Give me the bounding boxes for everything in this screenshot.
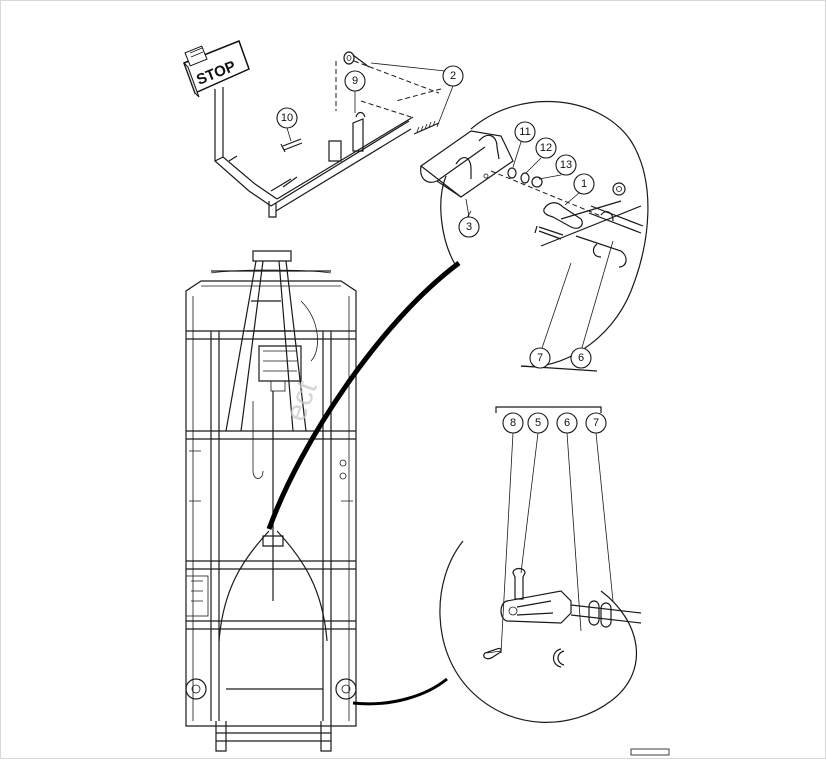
- svg-text:11: 11: [519, 126, 530, 138]
- svg-text:9: 9: [352, 75, 358, 87]
- stop-pedal-pad: STOP: [183, 40, 250, 98]
- watermark-text: ect: [279, 376, 324, 426]
- svg-text:3: 3: [466, 221, 472, 233]
- svg-text:1: 1: [581, 178, 587, 190]
- callout-6-upper: 6: [570, 347, 592, 369]
- svg-text:10: 10: [281, 112, 293, 124]
- detail-connectors: [266, 260, 461, 706]
- callout-10: 10: [276, 107, 298, 129]
- callout-1: 1: [573, 173, 595, 195]
- vehicle-chassis: ect: [185, 250, 357, 752]
- callout-leaders: [286, 62, 580, 218]
- figure-tag: [630, 748, 670, 756]
- callout-8: 8: [502, 412, 524, 434]
- svg-text:5: 5: [535, 417, 541, 429]
- callout-11: 11: [514, 121, 536, 143]
- callout-7-upper: 7: [529, 347, 551, 369]
- brake-pedal-assembly: STOP: [183, 40, 442, 218]
- svg-text:2: 2: [450, 70, 456, 82]
- svg-text:7: 7: [593, 417, 599, 429]
- svg-text:13: 13: [560, 159, 572, 171]
- svg-text:12: 12: [540, 142, 552, 154]
- svg-text:6: 6: [564, 417, 570, 429]
- callout-12: 12: [535, 137, 557, 159]
- callout-5: 5: [527, 412, 549, 434]
- lower-detail-view: [439, 406, 642, 723]
- callout-9: 9: [344, 70, 366, 92]
- svg-text:6: 6: [578, 352, 584, 364]
- callout-2: 2: [442, 65, 464, 87]
- callout-3: 3: [458, 216, 480, 238]
- callout-bubbles: 2 9 10 11 12 13 1 3 7 6 8: [276, 65, 607, 434]
- upper-detail-view: [419, 100, 649, 372]
- callout-7-lower: 7: [585, 412, 607, 434]
- svg-text:7: 7: [537, 352, 543, 364]
- callout-6-lower: 6: [556, 412, 578, 434]
- callout-13: 13: [555, 154, 577, 176]
- svg-text:8: 8: [510, 417, 516, 429]
